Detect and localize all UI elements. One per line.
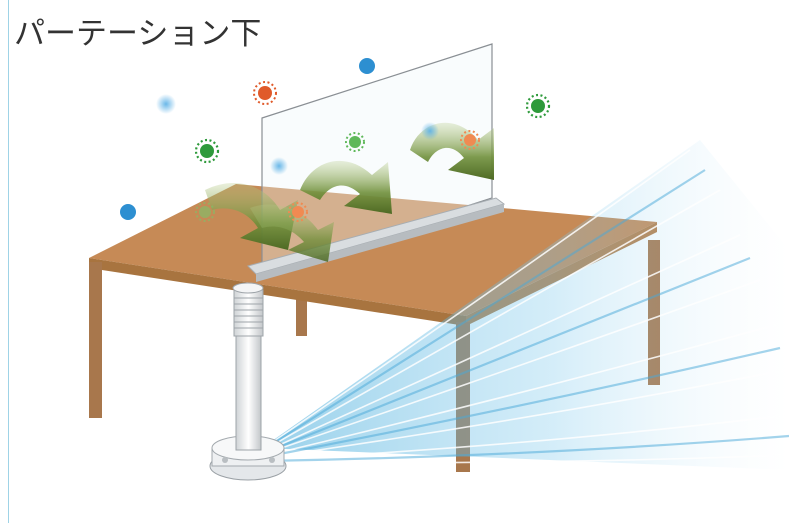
particles [120,58,551,222]
virus-icon [345,132,365,152]
droplet-icon [156,94,176,114]
virus-icon [195,202,215,222]
virus-icon [460,130,480,150]
virus-icon [288,202,308,222]
virus-icon [194,138,220,164]
droplet-icon [359,58,375,74]
droplet-icon [270,157,288,175]
droplet-icon [120,204,136,220]
virus-icon [253,81,277,105]
page-title: パーテーション下 [14,16,262,52]
virus-icon [525,93,551,119]
airflow-beams [262,140,789,470]
fan-device-icon [209,282,287,481]
droplet-icon [421,122,439,140]
table-leg [89,262,102,418]
left-border-line [8,0,9,523]
